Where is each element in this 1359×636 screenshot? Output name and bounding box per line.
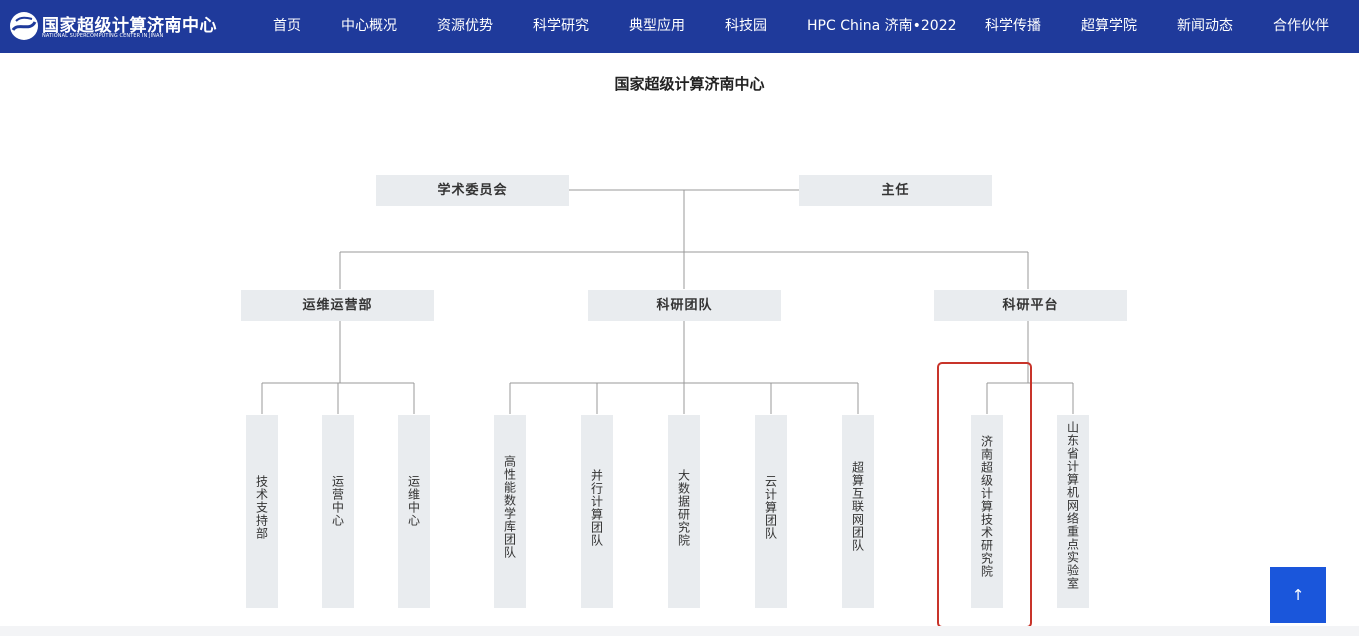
nav-academy[interactable]: 超算学院 bbox=[1081, 18, 1137, 34]
logo-subtitle: NATIONAL SUPERCOMPUTING CENTER IN JINAN bbox=[42, 33, 164, 39]
academic-committee-box: 学术委员会 bbox=[376, 175, 569, 206]
nav-hpc-china[interactable]: HPC China 济南•2022 bbox=[807, 18, 957, 34]
site-logo[interactable]: 国家超级计算济南中心 NATIONAL SUPERCOMPUTING CENTE… bbox=[8, 8, 217, 44]
org-unit-box: 运维中心 bbox=[398, 415, 430, 608]
org-unit-box: 大数据研究院 bbox=[668, 415, 700, 608]
org-unit-box: 山东省计算机网络重点实验室 bbox=[1057, 415, 1089, 608]
nav-science-communication[interactable]: 科学传播 bbox=[985, 18, 1041, 34]
nav-science-park[interactable]: 科技园 bbox=[725, 18, 767, 34]
org-unit-label: 运营中心 bbox=[330, 475, 345, 527]
org-unit-box: 运营中心 bbox=[322, 415, 354, 608]
org-unit-label: 高性能数学库团队 bbox=[502, 455, 517, 559]
org-unit-box: 云计算团队 bbox=[755, 415, 787, 608]
nav-partners[interactable]: 合作伙伴 bbox=[1273, 18, 1329, 34]
nav-home[interactable]: 首页 bbox=[273, 18, 301, 34]
arrow-up-icon: ↑ bbox=[1291, 586, 1305, 604]
nav-resources[interactable]: 资源优势 bbox=[437, 18, 493, 34]
director-box: 主任 bbox=[799, 175, 992, 206]
org-unit-box: 高性能数学库团队 bbox=[494, 415, 526, 608]
org-unit-box: 并行计算团队 bbox=[581, 415, 613, 608]
org-unit-label: 超算互联网团队 bbox=[850, 461, 865, 552]
page-bottom-strip bbox=[0, 626, 1359, 636]
nav-research[interactable]: 科学研究 bbox=[533, 18, 589, 34]
page-title: 国家超级计算济南中心 bbox=[614, 75, 765, 93]
org-unit-label: 并行计算团队 bbox=[589, 469, 604, 547]
org-unit-label: 济南超级计算技术研究院 bbox=[979, 435, 994, 578]
org-unit-box: 技术支持部 bbox=[246, 415, 278, 608]
org-unit-label: 云计算团队 bbox=[763, 475, 778, 540]
nav-applications[interactable]: 典型应用 bbox=[629, 18, 685, 34]
org-unit-box: 济南超级计算技术研究院 bbox=[971, 415, 1003, 608]
org-unit-box: 超算互联网团队 bbox=[842, 415, 874, 608]
logo-swirl-icon bbox=[10, 12, 38, 40]
top-navigation-bar: 国家超级计算济南中心 NATIONAL SUPERCOMPUTING CENTE… bbox=[0, 0, 1359, 53]
logo-title: 国家超级计算济南中心 bbox=[42, 16, 217, 36]
org-unit-label: 运维中心 bbox=[406, 475, 421, 527]
nav-center-overview[interactable]: 中心概况 bbox=[341, 18, 397, 34]
research-teams-box: 科研团队 bbox=[588, 290, 781, 321]
nav-news[interactable]: 新闻动态 bbox=[1177, 18, 1233, 34]
org-unit-label: 山东省计算机网络重点实验室 bbox=[1065, 421, 1080, 590]
highlight-annotation-box bbox=[937, 362, 1032, 628]
org-unit-label: 大数据研究院 bbox=[676, 469, 691, 547]
ops-department-box: 运维运营部 bbox=[241, 290, 434, 321]
research-platforms-box: 科研平台 bbox=[934, 290, 1127, 321]
scroll-to-top-button[interactable]: ↑ bbox=[1270, 567, 1326, 623]
org-unit-label: 技术支持部 bbox=[254, 475, 269, 540]
